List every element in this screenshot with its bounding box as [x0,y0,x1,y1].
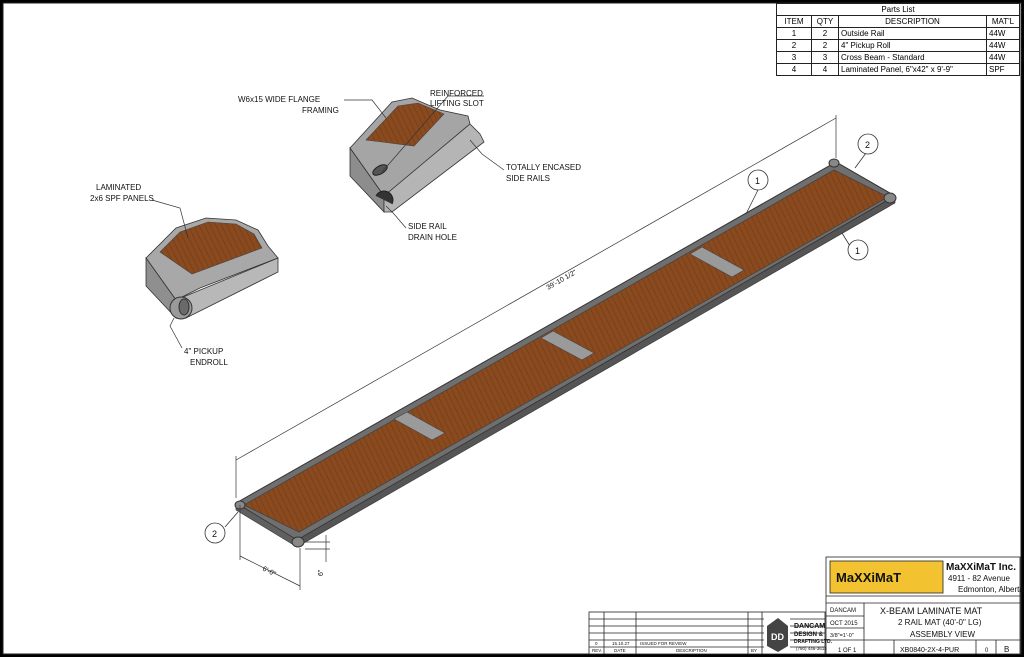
callout-w6x15-2: FRAMING [302,106,339,115]
parts-list-title: Parts List [776,3,1020,16]
drawing-scale: 3/8"=1'-0" [830,633,854,639]
length-dimension [235,115,837,590]
cell: Outside Rail [838,27,987,40]
sheet-number: 1 OF 1 [838,648,857,654]
cell: SPF [986,63,1020,76]
drawing-date: OCT 2015 [830,621,858,627]
detail-lifting-slot [349,97,485,214]
parts-list-table: Parts List ITEM QTY DESCRIPTION MAT'L 1 … [776,3,1020,76]
rev-col-desc: DESCRIPTION [676,648,707,653]
callout-encased-1: TOTALLY ENCASED [506,163,581,172]
callout-pickup-2: ENDROLL [190,358,228,367]
dwg-number: XB0840-2X-4-PUR [900,647,959,654]
svg-text:DD: DD [771,632,784,642]
rev-row-date: 15.10.27 [612,641,630,646]
cell: 3 [811,51,839,64]
dancam-logo: DD [764,614,790,652]
balloons [204,133,879,544]
detail-2-leaders [151,199,189,349]
company-name: MaXXiMaT Inc. [946,562,1016,573]
cell: 4 [776,63,812,76]
rev-col-date: DATE [614,648,626,653]
col-material: MAT'L [986,15,1020,28]
rev-row-desc: ISSUED FOR REVIEW [640,641,687,646]
col-qty: QTY [811,15,839,28]
balloon-2-top: 2 [865,140,870,150]
cell: 4" Pickup Roll [838,39,987,52]
dancam-phone: (780) 446-3614 [796,646,827,651]
cell: Cross Beam - Standard [838,51,987,64]
callout-reinforced-1: REINFORCED [430,89,483,98]
rev-row-no: 0 [595,641,598,646]
cell: 44W [986,39,1020,52]
cell: 2 [811,39,839,52]
col-description: DESCRIPTION [838,15,987,28]
callout-encased-2: SIDE RAILS [506,174,550,183]
cell: 1 [776,27,812,40]
callout-pickup-1: 4" PICKUP [184,347,223,356]
mat-assembly [234,158,897,548]
detail-endroll [145,217,279,320]
dancam-name: DANCAM [794,623,825,630]
sheet-size: B [1004,645,1009,654]
rev-col-by: BY [751,648,757,653]
callout-laminated-1: LAMINATED [96,183,141,192]
company-address-1: 4911 - 82 Avenue [948,574,1011,583]
callout-drain-2: DRAIN HOLE [408,233,457,242]
table-row: 4 4 Laminated Panel, 6"x42" x 9'-9" SPF [776,63,1020,76]
cell: 2 [776,39,812,52]
height-dim-text: 6" [318,569,325,576]
callout-laminated-2: 2x6 SPF PANELS [90,194,154,203]
balloon-1-top: 1 [755,176,760,186]
detail-1-leaders [344,95,505,229]
col-item: ITEM [776,15,812,28]
table-row: 3 3 Cross Beam - Standard 44W [776,51,1020,64]
company-address-2: Edmonton, Alberta [958,585,1024,594]
dancam-line3: DRAFTING LTD. [794,639,833,645]
cell: 44W [986,27,1020,40]
cell: 3 [776,51,812,64]
callout-reinforced-2: LIFTING SLOT [430,99,484,108]
cell: 44W [986,51,1020,64]
drawn-by: DANCAM [830,608,856,614]
cell: 2 [811,27,839,40]
rev-col-rev: REV. [592,648,602,653]
cell: Laminated Panel, 6"x42" x 9'-9" [838,63,987,76]
table-row: 1 2 Outside Rail 44W [776,27,1020,40]
drawing-title-1: X-BEAM LAMINATE MAT [880,606,983,616]
callout-drain-1: SIDE RAIL [408,222,447,231]
rev-number: 0 [985,648,989,654]
table-row: 2 2 4" Pickup Roll 44W [776,39,1020,52]
drawing-title-2: 2 RAIL MAT (40'-0" LG) [898,618,982,627]
cell: 4 [811,63,839,76]
balloon-2-left: 2 [212,529,217,539]
balloon-1-right: 1 [855,246,860,256]
drawing-title-3: ASSEMBLY VIEW [910,630,976,639]
dancam-line2: DESIGN & [794,632,824,638]
callout-w6x15-1: W6x15 WIDE FLANGE [238,95,320,104]
maxximat-logo-text: MaXXiMaT [836,570,901,585]
